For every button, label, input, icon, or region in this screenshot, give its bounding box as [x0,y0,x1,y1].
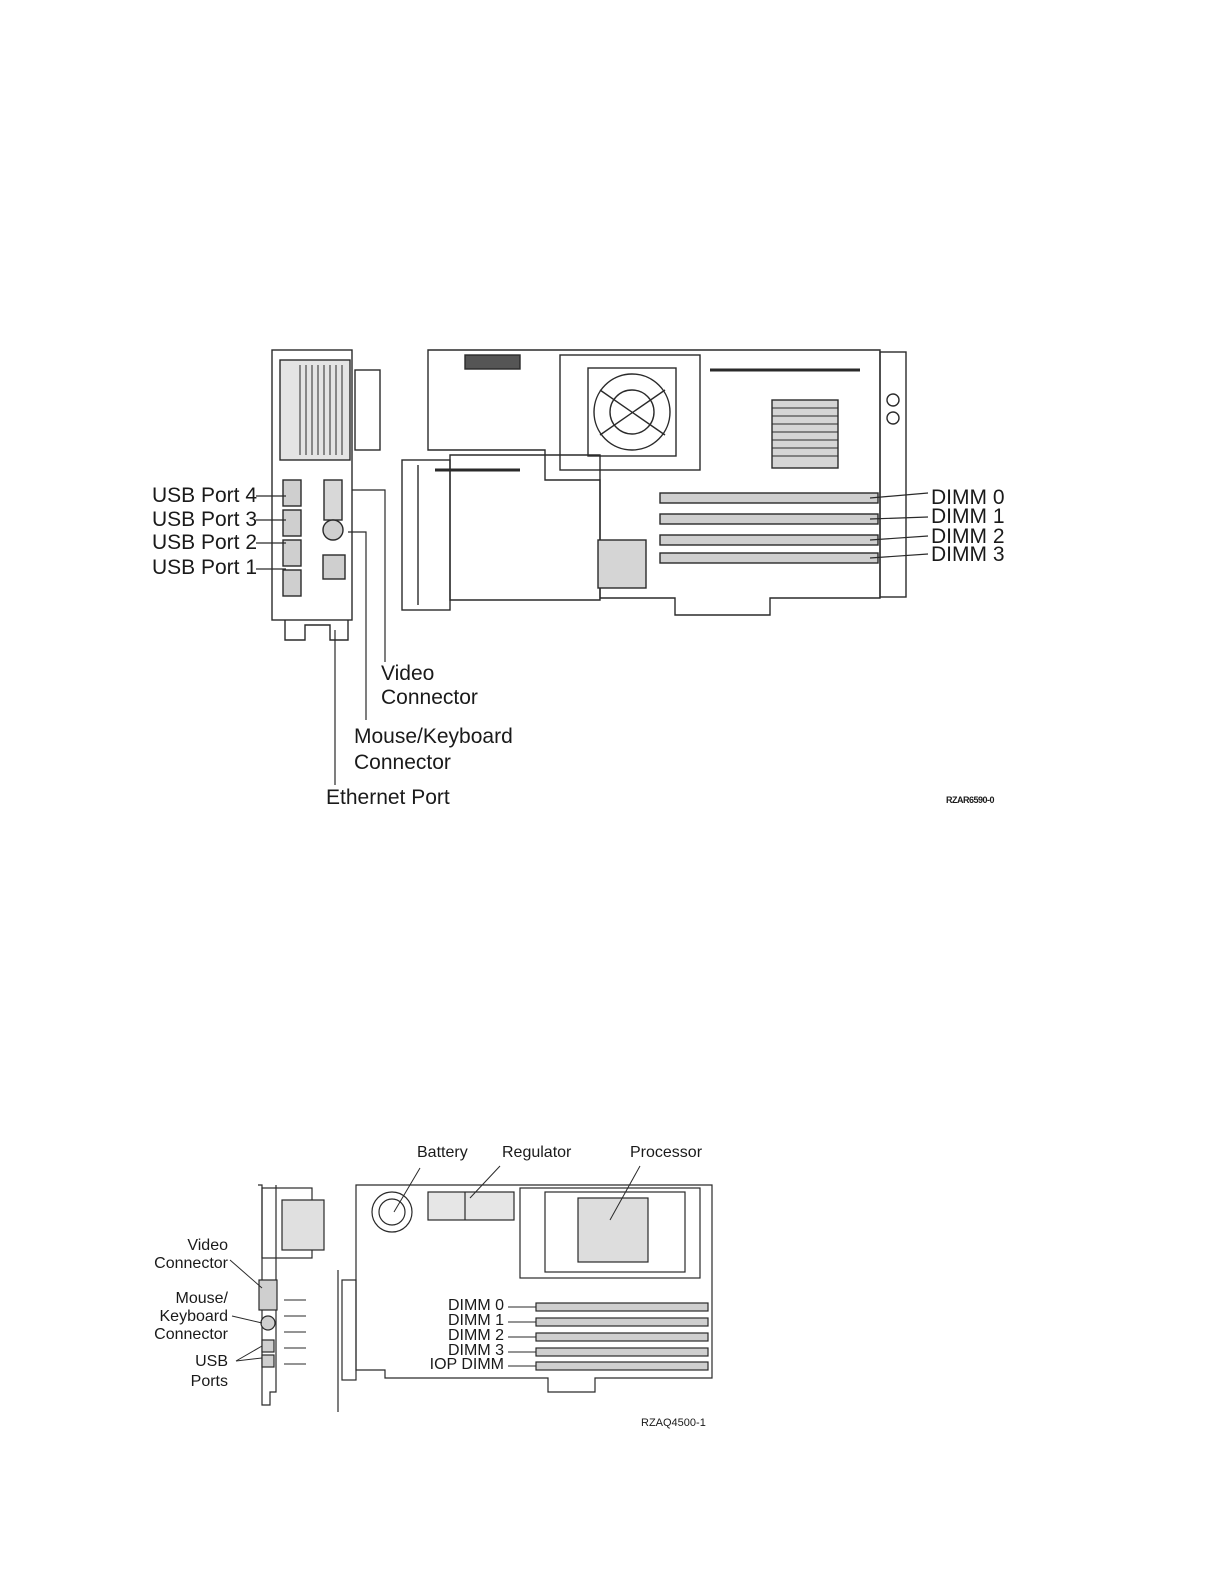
dimm-2-slot-2 [536,1333,708,1341]
battery-icon [372,1192,412,1232]
usb-port-icon-b [262,1355,274,1367]
figure-2-system-board-diagram: Battery Regulator Processor Video Connec… [0,1130,1224,1440]
figure-1-illustration [0,330,1224,830]
processor-icon [578,1198,648,1262]
video-connector-icon-2 [259,1280,277,1310]
dimm-0-slot [660,493,878,503]
dimm-3-slot [660,553,878,563]
mouse-keyboard-connector-icon [323,520,343,540]
label-usb-port-1: USB Port 1 [152,557,257,579]
mouse-keyboard-connector-icon-2 [261,1316,275,1330]
usb-port-1-icon [283,570,301,596]
io-card [272,350,380,640]
video-connector-icon [324,480,342,520]
dimm-2-slot [660,535,878,545]
figure-1-system-board-diagram: USB Port 4 USB Port 3 USB Port 2 USB Por… [0,330,1224,830]
figure-2-illustration [0,1130,1224,1440]
usb-port-4-icon [283,480,301,506]
label-processor: Processor [630,1145,702,1162]
dimm-1-slot-2 [536,1318,708,1326]
regulator-icon [428,1192,514,1220]
label-usb-port-2: USB Port 2 [152,532,257,554]
usb-port-2-icon [283,540,301,566]
dimm-0-slot-2 [536,1303,708,1311]
usb-port-3-icon [283,510,301,536]
label-ethernet-port: Ethernet Port [326,787,450,809]
dimm-1-slot [660,514,878,524]
label-video-connector: Video Connector [381,662,478,710]
dimm-3-slot-2 [536,1348,708,1356]
usb-port-icon-a [262,1340,274,1352]
iop-dimm-slot [536,1362,708,1370]
figure-2-code: RZAQ4500-1 [641,1418,706,1430]
io-card-2 [258,1185,356,1412]
label-video-connector-2: Video Connector [154,1237,228,1273]
figure-1-code: RZAR6590-0 [946,796,994,805]
main-board [428,350,906,615]
label-usb-ports: USB Ports [191,1352,228,1392]
label-mouse-keyboard-connector: Mouse/Keyboard Connector [354,724,513,776]
label-dimm-3: DIMM 3 [931,544,1005,566]
label-mouse-keyboard-connector-2: Mouse/ Keyboard Connector [154,1290,228,1344]
main-board-2 [356,1185,712,1392]
label-iop-dimm: IOP DIMM [430,1357,504,1374]
riser-card [402,460,450,610]
label-regulator: Regulator [502,1145,571,1162]
label-usb-port-3: USB Port 3 [152,509,257,531]
label-battery: Battery [417,1145,468,1162]
ethernet-port-icon [323,555,345,579]
label-usb-port-4: USB Port 4 [152,485,257,507]
